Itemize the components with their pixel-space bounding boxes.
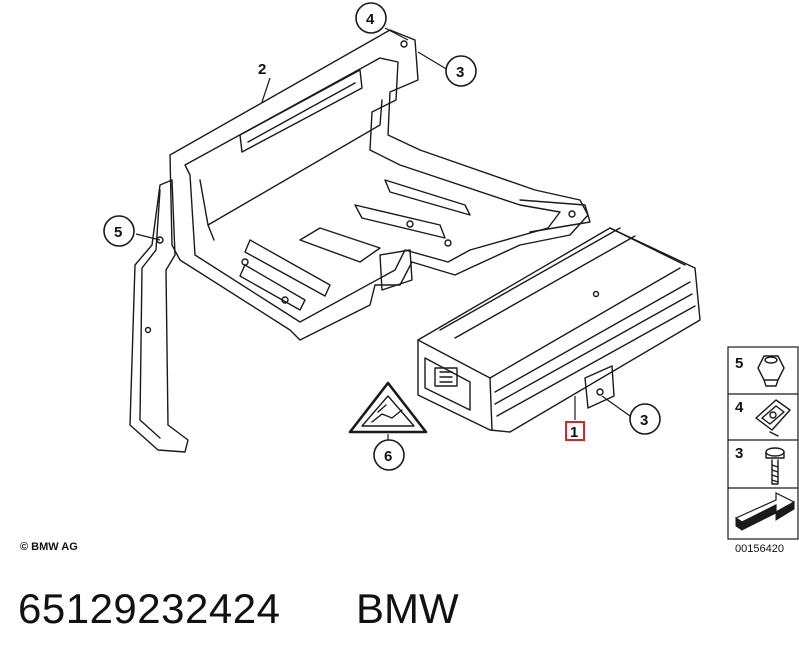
warning-label bbox=[348, 381, 428, 434]
nut-icon bbox=[757, 355, 785, 387]
legend-item-4-label: 4 bbox=[735, 399, 744, 416]
callout-6: 6 bbox=[373, 439, 405, 471]
callout-2-label: 2 bbox=[258, 61, 266, 78]
clip-nut-icon bbox=[755, 399, 791, 437]
callout-1-label: 1 bbox=[570, 424, 578, 441]
bolt-icon bbox=[765, 447, 785, 485]
callout-1-highlighted: 1 bbox=[565, 421, 585, 441]
leader-3b bbox=[601, 395, 631, 417]
callout-4: 4 bbox=[355, 2, 387, 34]
leader-5 bbox=[135, 233, 161, 241]
callout-3-top-label: 3 bbox=[456, 64, 464, 81]
callout-5-label: 5 bbox=[114, 224, 122, 241]
side-strut bbox=[129, 179, 189, 453]
arrow-icon bbox=[734, 492, 796, 531]
legend-item-5-label: 5 bbox=[735, 355, 743, 372]
part-number: 65129232424 bbox=[18, 585, 281, 632]
leader-4 bbox=[384, 27, 409, 41]
copyright-text: © BMW AG bbox=[20, 541, 78, 553]
callout-2: 2 bbox=[258, 61, 266, 78]
callout-5: 5 bbox=[103, 215, 135, 247]
hardware-legend: 5 4 3 bbox=[727, 346, 799, 540]
leader-3a bbox=[417, 51, 449, 71]
diagram-number: 00156420 bbox=[735, 543, 784, 555]
callout-3-right-label: 3 bbox=[640, 412, 648, 429]
mounting-bracket bbox=[169, 29, 591, 341]
callout-4-label: 4 bbox=[366, 11, 375, 28]
callout-3-top: 3 bbox=[445, 55, 477, 87]
callout-6-label: 6 bbox=[384, 448, 392, 465]
brand-name: BMW bbox=[356, 585, 459, 632]
callout-3-right: 3 bbox=[629, 403, 661, 435]
legend-item-3-label: 3 bbox=[735, 445, 743, 462]
amplifier-unit bbox=[417, 227, 701, 433]
leader-2 bbox=[261, 77, 271, 103]
